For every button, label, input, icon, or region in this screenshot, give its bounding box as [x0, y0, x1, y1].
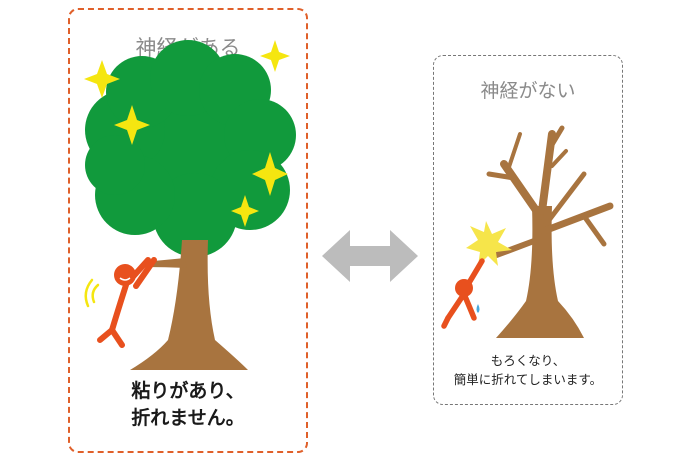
left-caption-line2: 折れません。 [131, 407, 245, 429]
bare-tree-branches [486, 125, 614, 259]
left-caption-line1: 粘りがあり、 [131, 380, 245, 402]
right-caption-line1: もろくなり、 [490, 353, 566, 368]
tree-foliage [85, 40, 296, 257]
impact-spark-icon [466, 221, 512, 266]
right-panel-dead-tree: 神経がない もろくなり、 [433, 55, 623, 405]
right-panel-title: 神経がない [480, 80, 576, 102]
falling-person-head [455, 279, 473, 297]
person-head [114, 264, 136, 286]
sweat-drop-icon [476, 304, 480, 313]
sparkle-icon [84, 40, 290, 227]
right-panel-caption: もろくなり、 簡単に折れてしまいます。 [434, 351, 622, 389]
healthy-tree-illustration [84, 40, 296, 370]
right-caption-line2: 簡単に折れてしまいます。 [453, 372, 603, 387]
effort-lines-icon [84, 278, 100, 308]
dead-tree-illustration [441, 125, 614, 338]
bare-tree-trunk [496, 206, 584, 338]
left-panel-caption: 粘りがあり、 折れません。 [70, 378, 306, 432]
left-panel-healthy-tree: 神経がある [68, 8, 308, 453]
double-arrow-icon [322, 230, 418, 282]
